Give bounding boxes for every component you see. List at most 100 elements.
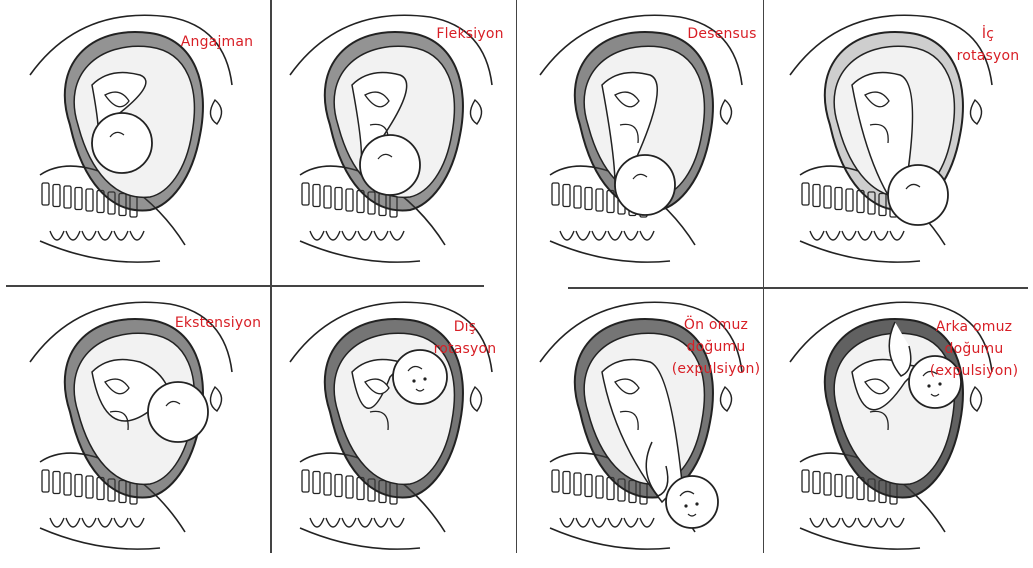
- pubic-symphysis: [210, 100, 221, 124]
- loop: [66, 231, 80, 240]
- stage-label-1: Angajman: [172, 31, 262, 53]
- lower-loops: [310, 518, 404, 527]
- vertebra: [86, 189, 93, 211]
- loop: [592, 231, 606, 240]
- loop: [130, 518, 144, 527]
- vertebra: [346, 476, 353, 498]
- vertebra: [552, 470, 559, 492]
- vertebra: [53, 185, 60, 207]
- loop: [114, 518, 128, 527]
- vertebra: [585, 475, 592, 497]
- loop: [842, 231, 856, 240]
- stage-panel-6: Dış rotasyon: [270, 292, 528, 568]
- vertebra: [313, 185, 320, 207]
- vertebra: [42, 470, 49, 492]
- vertebra: [563, 185, 570, 207]
- vertebra: [574, 473, 581, 495]
- vertebra: [596, 189, 603, 211]
- loop: [608, 231, 622, 240]
- horizontal-divider-right: [568, 287, 1028, 289]
- loop: [82, 518, 96, 527]
- loop: [826, 231, 840, 240]
- fetal-eye: [927, 384, 930, 387]
- stage-label-3: Desensus: [682, 23, 762, 45]
- lower-loops: [810, 231, 904, 240]
- fetal-head: [360, 135, 420, 195]
- horizontal-divider-left: [6, 285, 484, 287]
- vertebra: [596, 476, 603, 498]
- loop: [858, 518, 872, 527]
- stage-panel-8: Arka omuz doğumu (expulsiyon): [770, 292, 1028, 568]
- loop: [98, 231, 112, 240]
- perineum-curve: [800, 241, 920, 262]
- stage-panel-5: Ekstensiyon: [10, 292, 268, 568]
- vertebra: [335, 475, 342, 497]
- loop: [358, 518, 372, 527]
- loop: [374, 231, 388, 240]
- loop: [50, 231, 64, 240]
- loop: [576, 518, 590, 527]
- pubic-symphysis: [210, 387, 221, 411]
- vertebra: [574, 186, 581, 208]
- lower-loops: [560, 231, 654, 240]
- fetal-head: [92, 113, 152, 173]
- vertebra: [563, 472, 570, 494]
- loop: [592, 518, 606, 527]
- loop: [98, 518, 112, 527]
- loop: [390, 518, 404, 527]
- loop: [810, 518, 824, 527]
- vertebra: [585, 188, 592, 210]
- vertebra: [824, 473, 831, 495]
- lower-loops: [560, 518, 654, 527]
- vertebra: [346, 189, 353, 211]
- vertebra: [42, 183, 49, 205]
- vertebra: [802, 183, 809, 205]
- pubic-symphysis: [720, 387, 731, 411]
- perineum-curve: [40, 528, 160, 549]
- pubic-symphysis: [970, 100, 981, 124]
- loop: [874, 231, 888, 240]
- loop: [342, 518, 356, 527]
- stage-label-7: Ön omuz doğumu (expulsiyon): [662, 314, 770, 380]
- loop: [358, 231, 372, 240]
- perineum-curve: [40, 241, 160, 262]
- pubic-symphysis: [470, 100, 481, 124]
- vertebra: [552, 183, 559, 205]
- vertebra: [835, 188, 842, 210]
- loop: [374, 518, 388, 527]
- vertebra: [64, 186, 71, 208]
- stage-label-8: Arka omuz doğumu (expulsiyon): [918, 316, 1028, 382]
- fetal-eye: [938, 382, 941, 385]
- vertebra: [302, 470, 309, 492]
- vertebra: [75, 475, 82, 497]
- stage-panel-1: Angajman: [10, 5, 268, 281]
- loop: [130, 231, 144, 240]
- fetal-head: [615, 155, 675, 215]
- fetal-eye: [684, 504, 687, 507]
- stage-label-6: Dış rotasyon: [420, 316, 510, 360]
- vertebra: [835, 475, 842, 497]
- vertebra: [813, 472, 820, 494]
- vertebra: [86, 476, 93, 498]
- perineum-curve: [800, 528, 920, 549]
- fetal-head: [148, 382, 208, 442]
- pubic-symphysis: [720, 100, 731, 124]
- loop: [560, 231, 574, 240]
- loop: [310, 231, 324, 240]
- fetal-eye: [423, 377, 426, 380]
- stage-illustration-3: [520, 5, 778, 281]
- lower-loops: [50, 231, 144, 240]
- fetal-eye: [412, 379, 415, 382]
- loop: [810, 231, 824, 240]
- loop: [826, 518, 840, 527]
- loop: [874, 518, 888, 527]
- stage-panel-2: Fleksiyon: [270, 5, 528, 281]
- vertebra: [302, 183, 309, 205]
- loop: [50, 518, 64, 527]
- loop: [624, 518, 638, 527]
- vertebra: [75, 188, 82, 210]
- stage-illustration-2: [270, 5, 528, 281]
- loop: [624, 231, 638, 240]
- loop: [640, 231, 654, 240]
- vertebra: [53, 472, 60, 494]
